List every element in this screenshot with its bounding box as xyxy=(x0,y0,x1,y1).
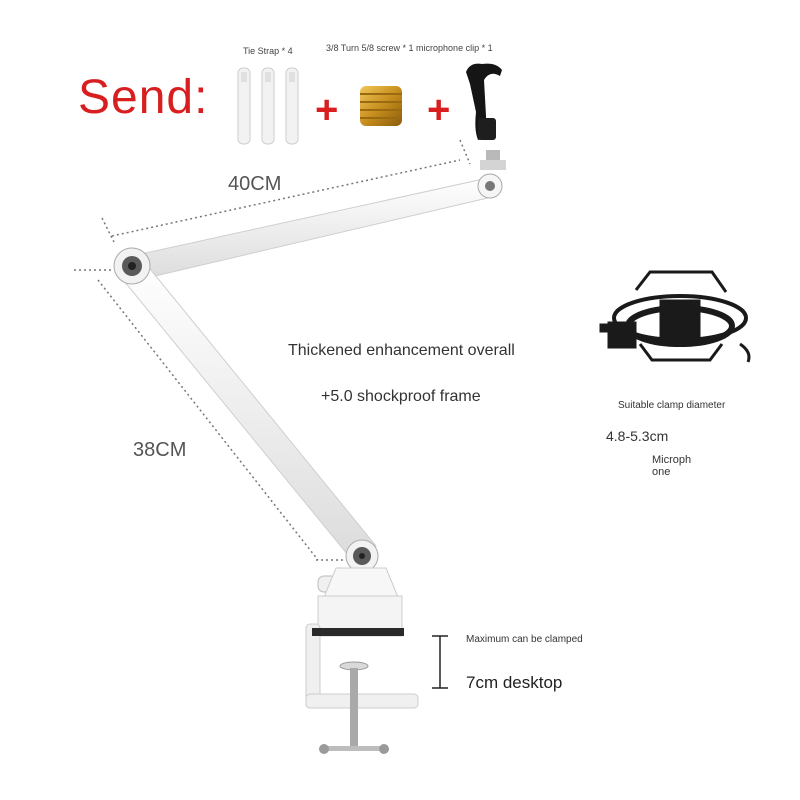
shock-mount xyxy=(599,270,751,363)
lower-arm-length: 38CM xyxy=(133,439,187,461)
screw-clip-caption: 3/8 Turn 5/8 screw * 1 microphone clip *… xyxy=(326,43,493,53)
shock-mount-caption: Suitable clamp diameter xyxy=(618,400,726,411)
tie-strap-caption: Tie Strap * 4 xyxy=(243,46,293,56)
max-clamp-caption: Maximum can be clamped xyxy=(466,634,583,645)
tie-strap-icons xyxy=(237,67,299,145)
boom-arm xyxy=(113,173,503,573)
feature-line-2: +5.0 shockproof frame xyxy=(321,388,481,405)
feature-line-1: Thickened enhancement overall xyxy=(288,342,515,359)
desktop-thickness: 7cm desktop xyxy=(466,673,563,692)
microphone-clip-icon xyxy=(466,63,502,140)
microphone-label: Microph one xyxy=(652,454,692,478)
brass-screw-adapter-icon xyxy=(360,86,402,126)
send-label: Send: xyxy=(78,71,209,124)
measurement-lines xyxy=(74,139,471,561)
desk-clamp xyxy=(305,567,419,754)
clamp-range-bracket xyxy=(432,635,448,689)
plus-sign-2: + xyxy=(427,88,451,132)
top-swivel-connector xyxy=(480,150,506,170)
plus-sign-1: + xyxy=(315,88,339,132)
clamp-diameter-range: 4.8-5.3cm xyxy=(606,428,669,444)
upper-arm-length: 40CM xyxy=(228,173,282,195)
